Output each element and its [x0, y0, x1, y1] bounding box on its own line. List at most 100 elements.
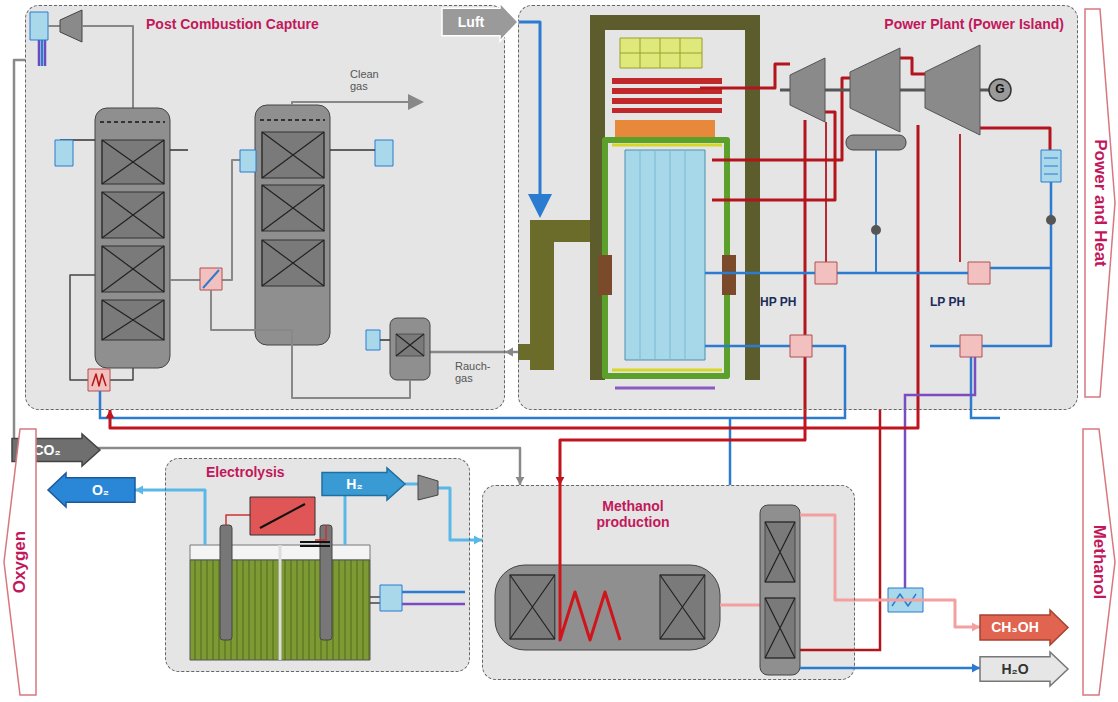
arrow-head: [135, 486, 143, 495]
stream-label: Oxygen: [10, 531, 30, 593]
capture-plant: [82, 26, 133, 108]
arrow-head: [556, 477, 565, 485]
power-plant: [518, 22, 540, 212]
process-stream: [855, 600, 980, 631]
stream-line: [14, 60, 520, 485]
arrow-shape: [322, 468, 405, 500]
capture-plant: [262, 240, 324, 286]
power-plant: [590, 15, 760, 380]
power-plant: [518, 344, 532, 360]
power-plant: [846, 135, 906, 150]
capture-plant: [211, 290, 292, 345]
annotation-label: LP PH: [930, 296, 984, 309]
power-plant: [925, 45, 980, 135]
methanol-plant: [765, 598, 795, 658]
power-plant: [1041, 150, 1061, 182]
panel-ground: [165, 458, 470, 672]
power-plant: [625, 150, 705, 360]
capture-plant: [100, 121, 165, 123]
arrow-head: [505, 348, 513, 357]
capture-plant: [330, 149, 375, 151]
annotation-label: Rauch- gas: [455, 360, 499, 384]
capture-plant: [30, 12, 48, 40]
annotation-label: HP PH: [760, 296, 814, 309]
utility-lines: [800, 410, 880, 650]
power-plant: [605, 140, 727, 376]
power-plant: [620, 38, 702, 68]
power-plant: [960, 335, 982, 357]
capture-plant: [41, 40, 44, 66]
power-plant: [850, 48, 900, 132]
arrow-head: [972, 623, 980, 632]
process-stream: [470, 536, 482, 545]
arrow-body: [980, 652, 1068, 686]
methanol-plant: [720, 604, 760, 607]
process-stream: [505, 348, 518, 357]
capture-plant: [203, 270, 219, 288]
capture-plant: [240, 150, 256, 172]
process-stream: [135, 486, 165, 495]
stream-label: Power and Heat: [1090, 139, 1110, 267]
process-stream: [106, 410, 918, 428]
power-plant: [615, 387, 715, 390]
stream-label: H₂: [346, 476, 362, 492]
panel-ground: [25, 5, 1078, 680]
power-plant: [612, 98, 722, 104]
capture-plant: [375, 140, 393, 166]
power-plant: [612, 108, 722, 113]
capture-plant: [292, 345, 410, 398]
panel-ground: [518, 5, 1078, 410]
methanol-plant: [660, 575, 705, 639]
stream-arrow: Luft: [442, 3, 518, 41]
panel-heading: Methanol production: [578, 498, 688, 530]
capture-plant: [396, 334, 424, 356]
capture-plant: [255, 105, 330, 345]
utility-lines: [971, 410, 1000, 418]
power-plant: [518, 15, 1061, 410]
capture-plant: [262, 132, 324, 178]
capture-plant: [95, 108, 170, 368]
power-plant: [871, 225, 881, 235]
capture-plant: [102, 192, 164, 238]
electrolyser: [165, 475, 470, 660]
electrolyser: [418, 475, 438, 500]
arrow-body: [322, 468, 405, 500]
annotation-label: Clean gas: [350, 68, 390, 92]
power-plant: [612, 78, 722, 113]
output-arrow: Oxygen: [3, 428, 37, 696]
power-plant: [700, 64, 790, 88]
electrolyser: [300, 542, 330, 546]
process-stream: [855, 664, 980, 673]
arrow-head: [106, 410, 115, 418]
electrolyser: [250, 497, 315, 535]
power-plant: [900, 58, 925, 74]
stream-line: [855, 667, 980, 670]
panel-heading: Electrolysis: [206, 464, 326, 480]
output-arrow: Power and Heat: [1084, 8, 1116, 398]
process-stream: [14, 60, 524, 485]
capture-plant: [39, 40, 45, 66]
power-plant: [875, 150, 877, 273]
panel-heading: Post Combustion Capture: [146, 16, 386, 32]
power-plant: [968, 262, 990, 284]
stream-line: [560, 410, 805, 485]
process-panel: Methanol production: [482, 485, 855, 680]
panel-ground: [482, 485, 855, 680]
stream-label: Methanol: [1089, 525, 1109, 600]
power-plant: [804, 120, 807, 410]
electrolyser: [370, 597, 380, 603]
stream-arrow: H₂O: [980, 652, 1068, 686]
capture-plant: [260, 119, 325, 121]
capture-plant: [390, 318, 430, 380]
capture-plant: [366, 330, 380, 350]
stream-line: [110, 410, 918, 428]
power-plant: [970, 357, 973, 410]
power-plant: [620, 38, 702, 68]
stream-label: CH₃OH: [991, 619, 1039, 635]
power-plant: [705, 346, 845, 410]
panel-ground: [25, 5, 505, 410]
power-plant: [712, 112, 835, 200]
process-panel: Post Combustion Capture: [25, 5, 505, 410]
